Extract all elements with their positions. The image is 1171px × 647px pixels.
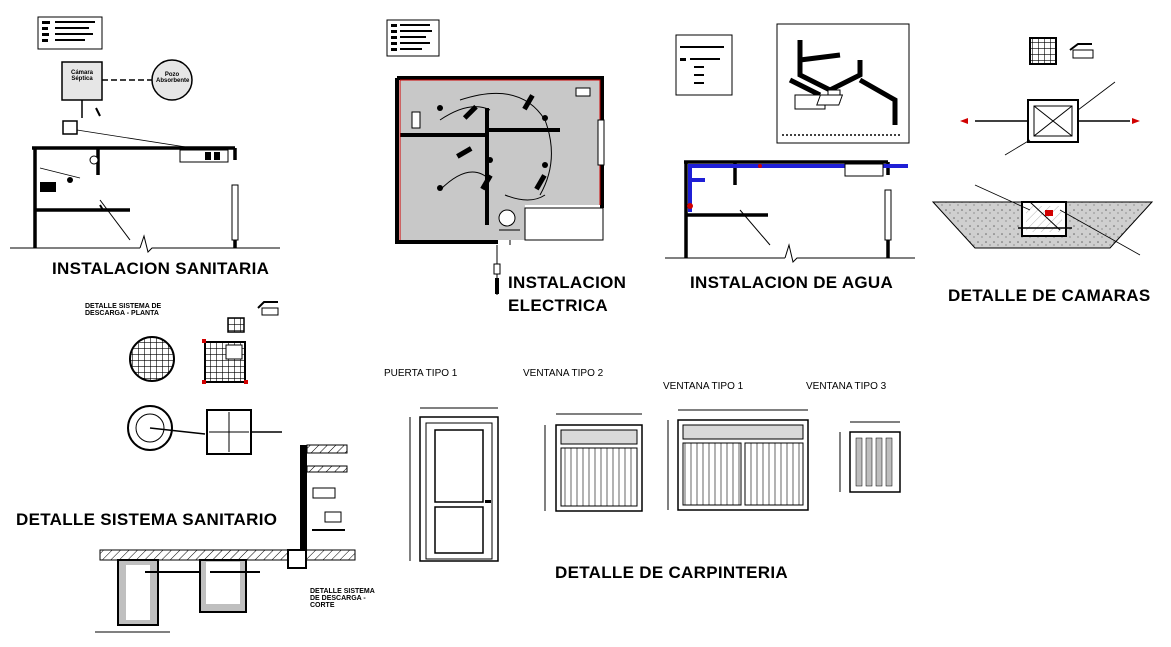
title-instalacion-sanitaria: INSTALACION SANITARIA (52, 259, 270, 278)
label-ventana-tipo-1: VENTANA TIPO 1 (663, 381, 744, 392)
label-ventana-tipo-3: VENTANA TIPO 3 (806, 381, 887, 392)
carpentry-detail (409, 407, 901, 562)
sanitary-plan (10, 16, 280, 253)
label-puerta-tipo-1: PUERTA TIPO 1 (384, 368, 458, 379)
sanitary-system-detail (95, 301, 356, 633)
title-instalacion-agua: INSTALACION DE AGUA (690, 273, 894, 292)
title-instalacion-electrica-2: ELECTRICA (508, 296, 608, 315)
chambers-detail (931, 37, 1154, 256)
label-sistema-corte: DETALLE SISTEMA DE DESCARGA - CORTE (310, 588, 375, 609)
title-detalle-carpinteria: DETALLE DE CARPINTERIA (555, 563, 788, 582)
electrical-plan (386, 19, 605, 295)
label-sistema-planta: DETALLE SISTEMA DE DESCARGA - PLANTA (85, 303, 162, 317)
title-instalacion-electrica-1: INSTALACION (508, 273, 627, 292)
title-detalle-camaras: DETALLE DE CAMARAS (948, 286, 1151, 305)
label-ventana-tipo-2: VENTANA TIPO 2 (523, 368, 604, 379)
label-camara-septica: Cámara Séptica (70, 70, 93, 82)
title-detalle-sistema-sanitario: DETALLE SISTEMA SANITARIO (16, 510, 278, 529)
water-plan (665, 23, 915, 263)
label-pozo-absorbente: Pozo Absorbente (156, 72, 190, 84)
